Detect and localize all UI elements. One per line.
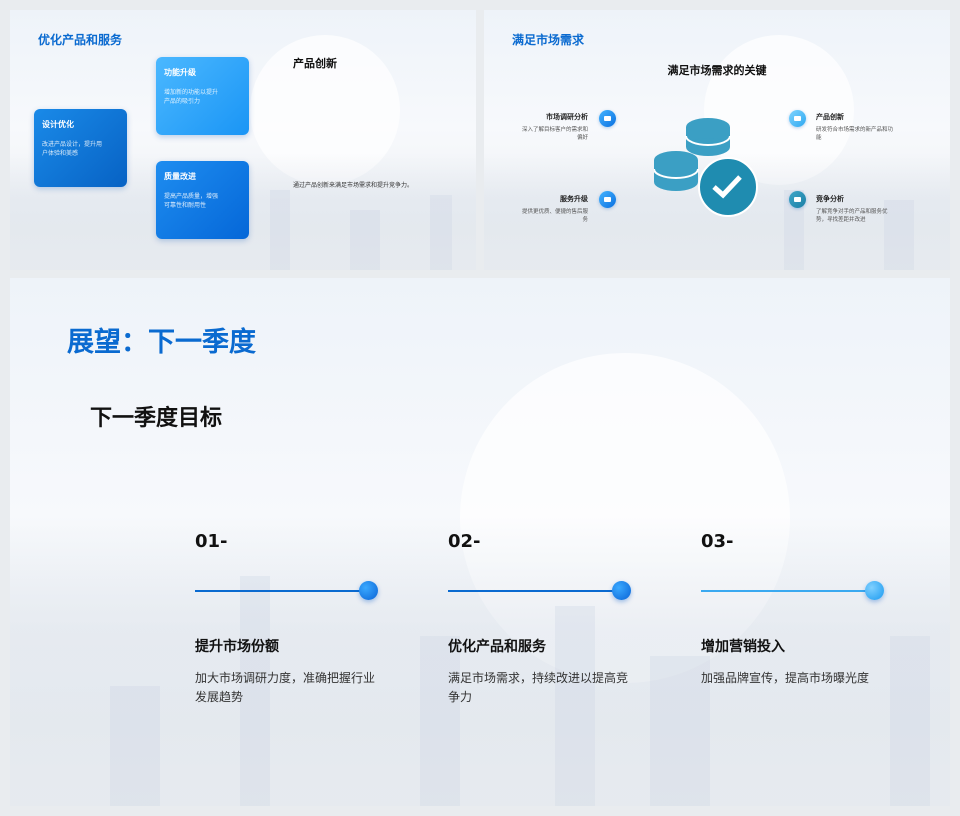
item-title: 服务升级 (560, 195, 588, 203)
mail-icon (789, 110, 806, 127)
timeline-line (195, 590, 365, 592)
slide-thumbnail-1[interactable]: 优化产品和服务 产品创新 通过产品创新来满足市场需求和提升竞争力。 设计优化改进… (10, 10, 476, 270)
goal-title: 提升市场份额 (195, 639, 279, 655)
timeline-line (448, 590, 618, 592)
goal-title: 优化产品和服务 (448, 639, 546, 655)
slide-title: 满足市场需求 (512, 33, 585, 47)
section-heading: 下一季度目标 (90, 406, 223, 431)
section-heading: 满足市场需求的关键 (667, 64, 767, 77)
item-title: 竞争分析 (816, 195, 844, 203)
card-feature-upgrade: 功能升级增加新的功能以提升产品的吸引力 (156, 57, 249, 135)
goal-desc: 加强品牌宣传，提高市场曝光度 (701, 671, 870, 685)
item-title: 市场调研分析 (546, 113, 588, 121)
coins-check-icon (654, 118, 758, 217)
goal-desc: 加大市场调研力度，准确把握行业发展趋势 (195, 671, 376, 704)
card-title: 质量改进 (164, 172, 196, 181)
timeline-dot (865, 581, 884, 600)
goal-number: 03- (701, 531, 734, 552)
slide-title: 展望：下一季度 (67, 327, 256, 358)
goal-title: 增加营销投入 (701, 639, 785, 655)
card-title: 设计优化 (42, 120, 74, 129)
card-desc: 提高产品质量，增强可靠性和耐用性 (164, 193, 219, 209)
slide-title: 优化产品和服务 (38, 33, 123, 47)
card-design-optimization: 设计优化改进产品设计，提升用户体验和美感 (34, 109, 127, 187)
item-desc: 深入了解目标客户的需求和偏好 (521, 127, 588, 141)
section-heading: 产品创新 (293, 57, 337, 70)
item-desc: 提供更优质、便捷的售后服务 (521, 209, 588, 223)
section-text: 通过产品创新来满足市场需求和提升竞争力。 (293, 182, 414, 189)
slide-thumbnail-2[interactable]: 满足市场需求 满足市场需求的关键 市场调研分析 深入了解目标客户的需求和偏好 服… (484, 10, 950, 270)
briefcase-icon (789, 191, 806, 208)
card-desc: 增加新的功能以提升产品的吸引力 (164, 89, 219, 105)
goal-number: 02- (448, 531, 481, 552)
goal-item-1: 01- (195, 531, 228, 552)
slide-main: 展望：下一季度 下一季度目标 01- 提升市场份额 加大市场调研力度，准确把握行… (10, 278, 950, 806)
timeline-line (701, 590, 871, 592)
card-desc: 改进产品设计，提升用户体验和美感 (42, 141, 103, 157)
goal-desc: 满足市场需求，持续改进以提高竞争力 (448, 671, 629, 704)
card-title: 功能升级 (164, 68, 196, 77)
item-desc: 了解竞争对手的产品和服务优势，寻找差距并改进 (816, 209, 888, 223)
timeline-dot (612, 581, 631, 600)
chat-icon (599, 110, 616, 127)
timeline-dot (359, 581, 378, 600)
item-desc: 研发符合市场需求的新产品和功能 (816, 127, 894, 141)
chat-icon (599, 191, 616, 208)
card-quality-improvement: 质量改进提高产品质量，增强可靠性和耐用性 (156, 161, 249, 239)
item-title: 产品创新 (816, 113, 844, 121)
city-skyline-background (10, 515, 950, 806)
goal-number: 01- (195, 531, 228, 552)
